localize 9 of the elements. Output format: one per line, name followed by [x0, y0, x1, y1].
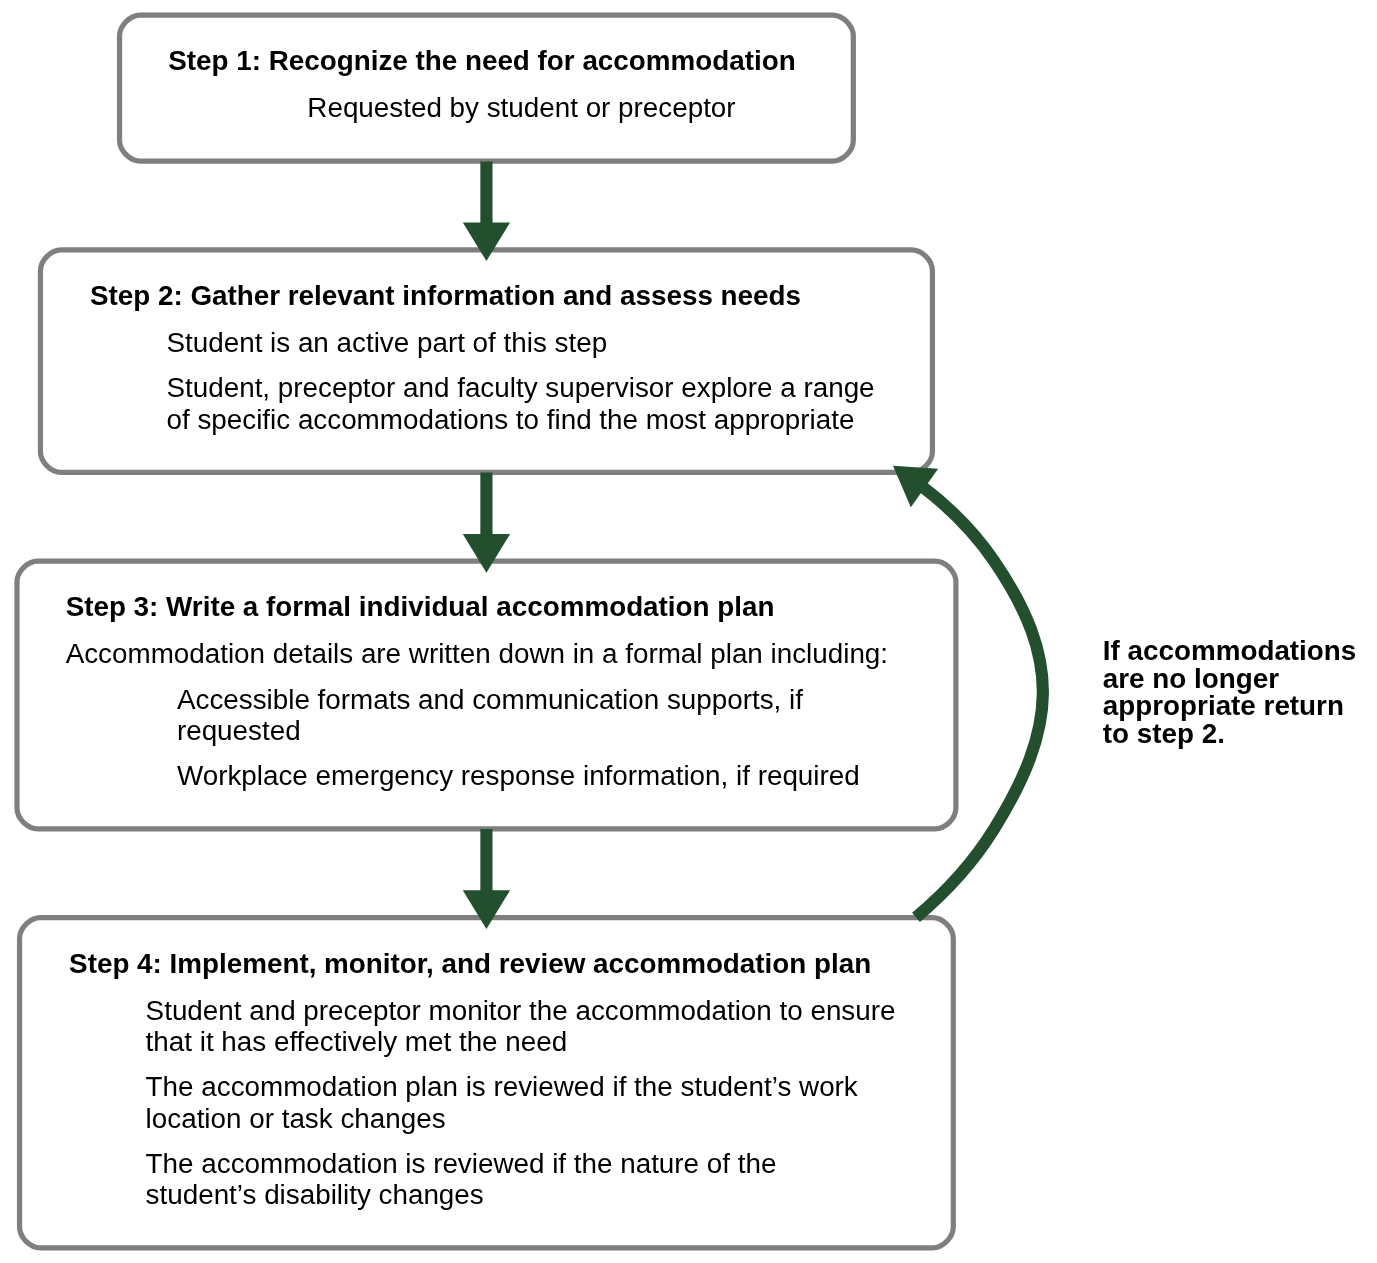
node-box: Step 1: Recognize the need for accommodation Requested by student or preceptor [116, 12, 856, 164]
node-box: Step 3: Write a formal individual accommodation plan Accommodation details are written down in a formal plan including: Accessible formats and communication supports, if requested Workplace emergency response information, if required [13, 558, 958, 832]
arrow [892, 465, 1049, 922]
arrow [462, 828, 510, 929]
node-box: Step 2: Gather relevant information and assess needs Student is an active part of this step Student, preceptor and faculty supervisor explore a range of specific accommodations to find the most appropriate [37, 247, 935, 475]
node-box: Step 4: Implement, monitor, and review accommodation plan Student and preceptor monitor the accommodation to ensure that it has effectively met the need The accommodation plan is reviewed if the student’s work location or task changes The accommodation is reviewed if the nature of the student’s disability changes [16, 914, 956, 1251]
arrow [462, 472, 510, 573]
arrow [462, 161, 510, 262]
edge-label: If accommodations are no longer appropriate return to step 2. [1102, 634, 1356, 750]
